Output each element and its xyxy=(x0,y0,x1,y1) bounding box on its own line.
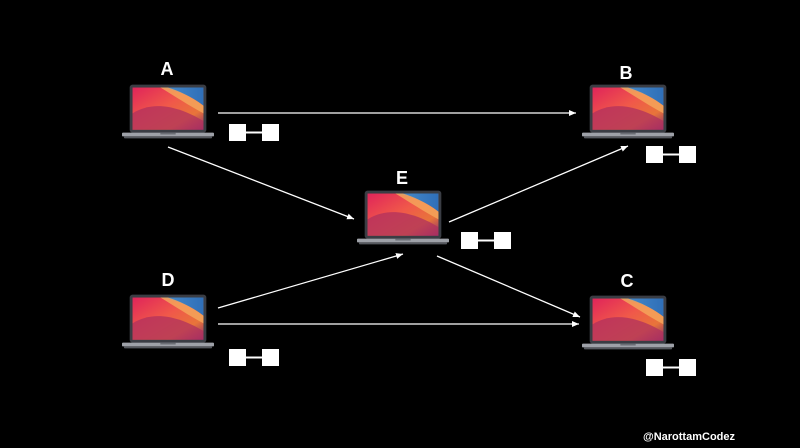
laptop-icon xyxy=(122,294,214,349)
edge-a-to-e xyxy=(167,146,355,220)
laptop-icon xyxy=(582,84,674,139)
blockchain-icon xyxy=(229,124,279,142)
node-d: D xyxy=(122,270,279,367)
node-label-a: A xyxy=(161,59,174,79)
laptop-icon xyxy=(357,190,449,245)
node-e: E xyxy=(357,168,511,250)
node-label-d: D xyxy=(162,270,175,290)
blockchain-icon xyxy=(646,359,696,377)
watermark-text: @NarottamCodez xyxy=(643,431,736,443)
node-a: A xyxy=(122,59,279,142)
node-label-b: B xyxy=(620,63,633,83)
edge-e-to-c xyxy=(436,255,581,318)
laptop-icon xyxy=(582,295,674,350)
blockchain-icon xyxy=(646,146,696,164)
node-label-c: C xyxy=(621,271,634,291)
blockchain-icon xyxy=(229,349,279,367)
node-b: B xyxy=(582,63,696,164)
edges xyxy=(167,110,629,327)
nodes: A B C D E xyxy=(122,59,696,377)
blockchain-icon xyxy=(461,232,511,250)
node-label-e: E xyxy=(396,168,408,188)
edge-e-to-b xyxy=(448,145,629,223)
edge-d-to-e xyxy=(217,253,404,309)
laptop-icon xyxy=(122,84,214,139)
node-c: C xyxy=(582,271,696,377)
